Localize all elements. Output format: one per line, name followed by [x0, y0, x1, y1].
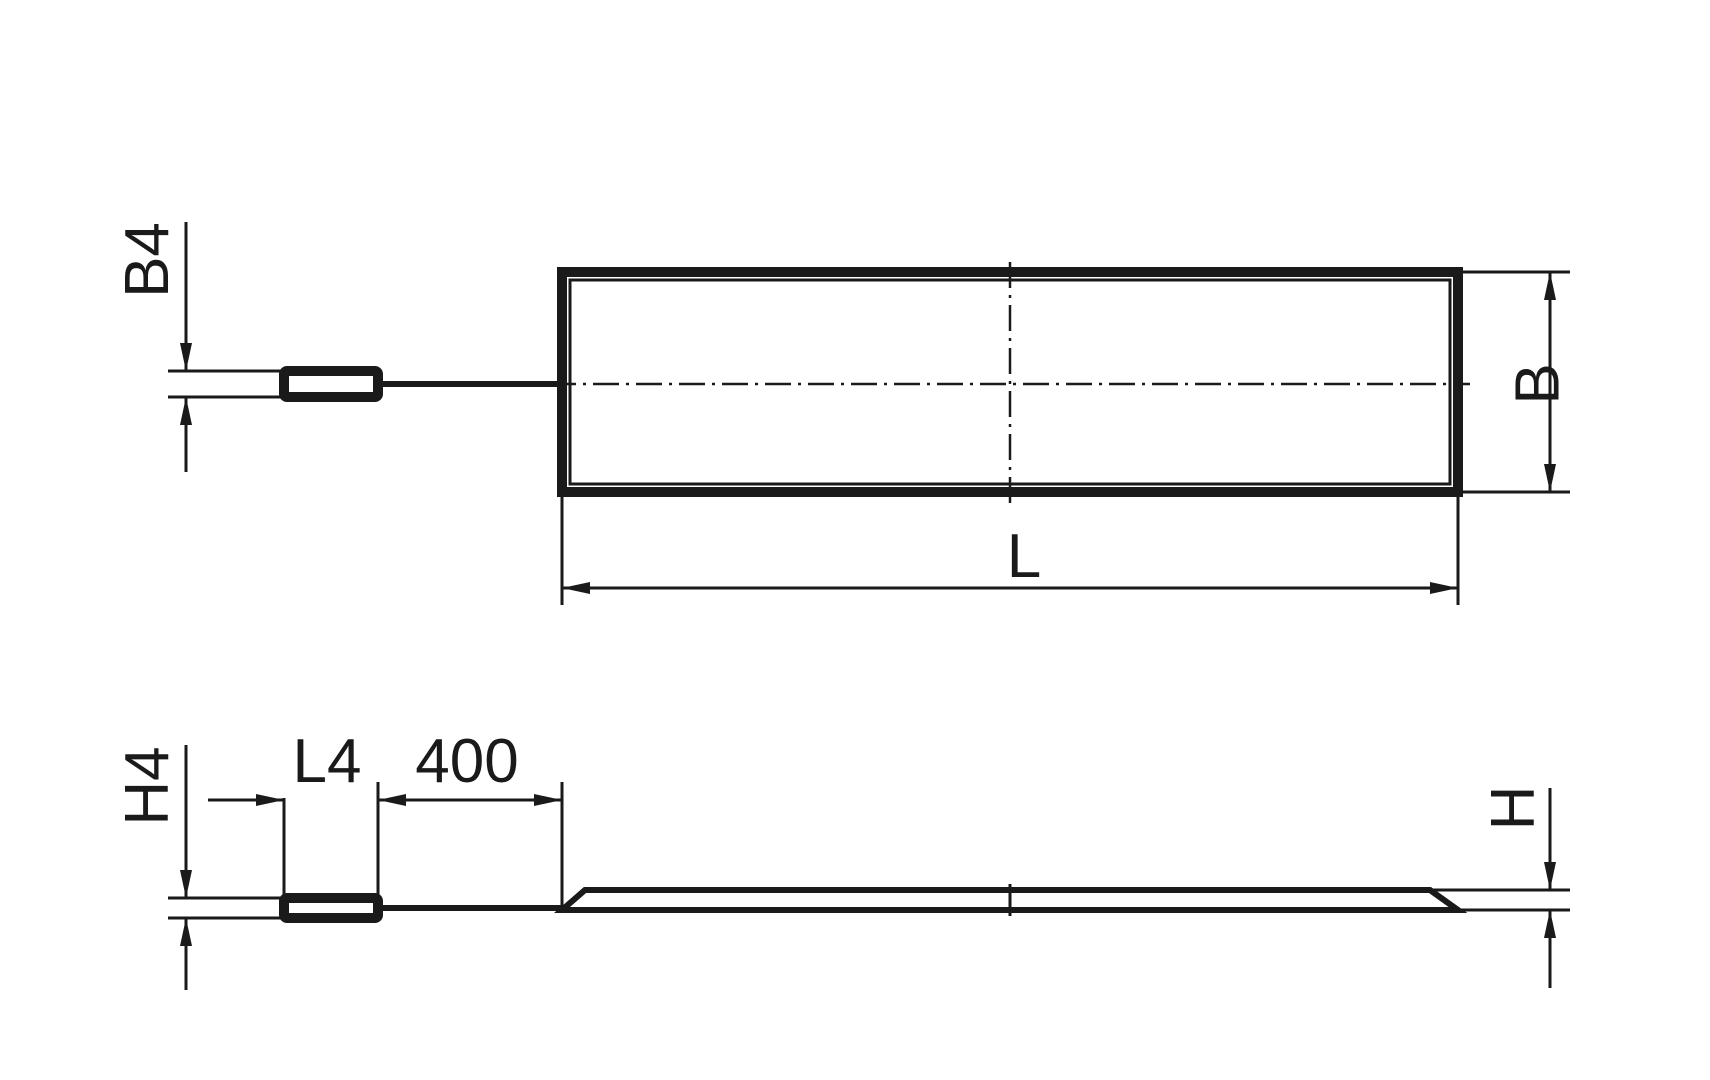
h-arrow-up [1544, 910, 1556, 938]
side-connector-plug [279, 893, 383, 923]
b4-label: B4 [113, 222, 182, 298]
len400-arrow-right [534, 794, 562, 806]
l4-label: L4 [293, 727, 362, 796]
len400-label: 400 [415, 727, 518, 796]
b-arrow-up [1544, 272, 1556, 300]
b4-arrow-up [180, 397, 192, 425]
l-arrow-right [1430, 582, 1458, 594]
l4-arrow-right [256, 794, 284, 806]
top-view: B4 B L [113, 222, 1573, 605]
h-label: H [1479, 786, 1548, 831]
h4-arrow-down [180, 870, 192, 898]
side-view: H4 L4 400 H [113, 727, 1570, 990]
b-label: B [1504, 363, 1573, 404]
b4-arrow-down [180, 343, 192, 371]
b-arrow-down [1544, 464, 1556, 492]
l-arrow-left [562, 582, 590, 594]
h4-arrow-up [180, 918, 192, 946]
top-connector-plug [279, 366, 383, 402]
h4-label: H4 [113, 746, 182, 825]
h-arrow-down [1544, 862, 1556, 890]
l-label: L [1007, 522, 1041, 591]
